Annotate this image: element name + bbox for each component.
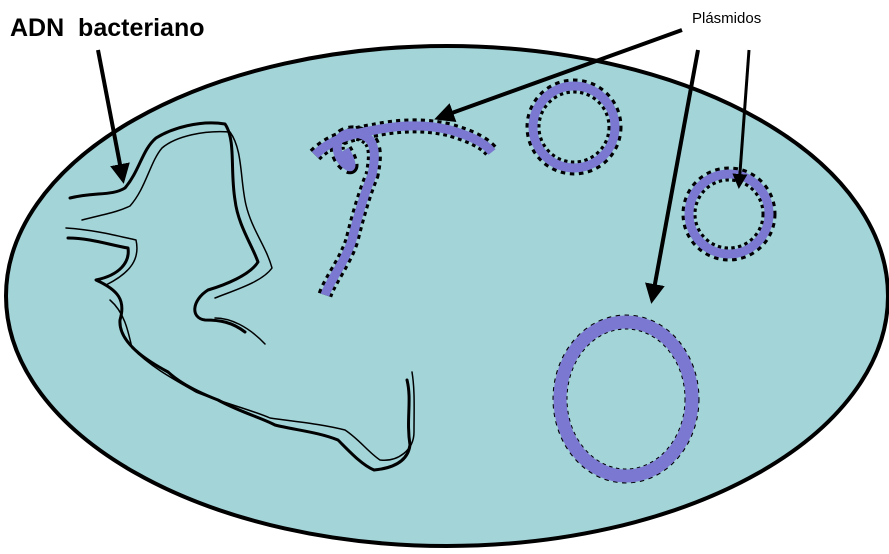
- bacterial-cell: [6, 46, 888, 546]
- bacterial-dna-label: ADN bacteriano: [10, 14, 204, 43]
- plasmids-label: Plásmidos: [692, 10, 761, 27]
